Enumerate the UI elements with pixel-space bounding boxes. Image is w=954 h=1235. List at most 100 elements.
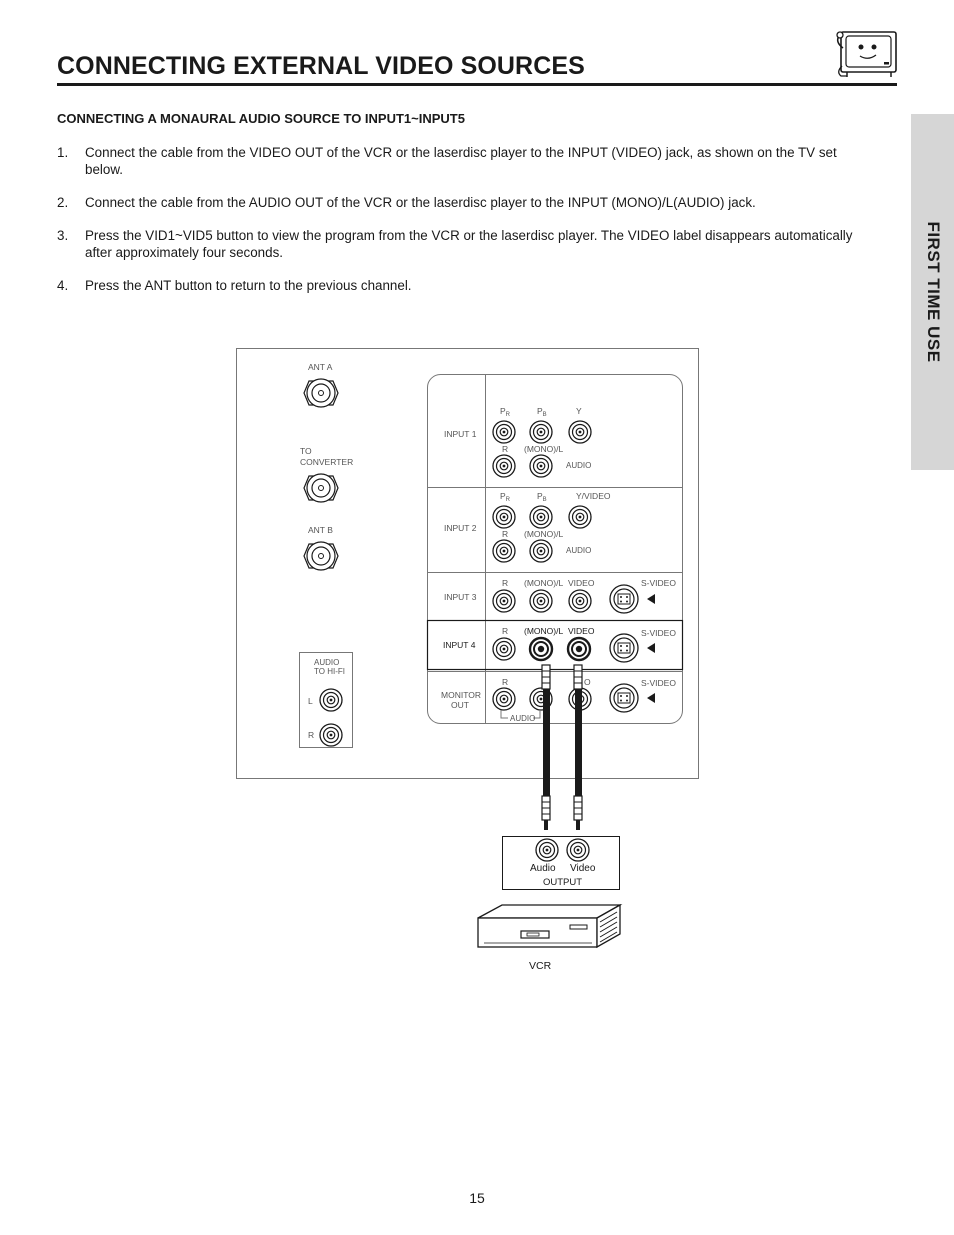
mono-l-label: (MONO)/L bbox=[524, 626, 563, 636]
input1-pr-jack-icon bbox=[492, 420, 516, 444]
monitor-out-label-2: OUT bbox=[451, 700, 469, 710]
input1-pb-jack-icon bbox=[529, 420, 553, 444]
side-tab: FIRST TIME USE bbox=[911, 114, 954, 470]
ant-a-label: ANT A bbox=[308, 362, 333, 372]
video-cable bbox=[575, 689, 582, 796]
input4-r-jack-icon bbox=[492, 637, 516, 661]
input3-l-jack-icon bbox=[529, 589, 553, 613]
title-rule bbox=[57, 83, 897, 86]
r-label: R bbox=[502, 444, 508, 454]
mono-l-label: (MONO)/L bbox=[524, 444, 563, 454]
converter-connector-icon bbox=[303, 473, 339, 503]
steps-list: 1. Connect the cable from the VIDEO OUT o… bbox=[57, 144, 867, 310]
ant-b-label: ANT B bbox=[308, 525, 333, 535]
input1-audio-r-jack-icon bbox=[492, 454, 516, 478]
audio-label: AUDIO bbox=[566, 546, 591, 555]
r-label: R bbox=[502, 626, 508, 636]
input4-label: INPUT 4 bbox=[443, 640, 476, 650]
input2-pr-jack-icon bbox=[492, 505, 516, 529]
video-cable-plug-icon bbox=[573, 664, 583, 690]
step-item: 1. Connect the cable from the VIDEO OUT o… bbox=[57, 144, 867, 178]
input3-r-jack-icon bbox=[492, 589, 516, 613]
vcr-video-out-jack-icon bbox=[566, 838, 590, 862]
input4-svideo-jack-icon bbox=[609, 633, 639, 663]
ant-a-connector-icon bbox=[303, 378, 339, 408]
monitor-video-partial-label: O bbox=[584, 677, 591, 687]
input1-label: INPUT 1 bbox=[444, 429, 477, 439]
step-text: Connect the cable from the VIDEO OUT of … bbox=[85, 145, 837, 177]
vcr-audio-label: Audio bbox=[530, 863, 556, 874]
input2-audio-l-jack-icon bbox=[529, 539, 553, 563]
arrow-left-icon bbox=[647, 643, 655, 653]
y-video-label: Y/VIDEO bbox=[576, 491, 611, 501]
step-text: Connect the cable from the AUDIO OUT of … bbox=[85, 195, 756, 210]
input3-label: INPUT 3 bbox=[444, 592, 477, 602]
vcr-label: VCR bbox=[529, 960, 552, 972]
audio-label: AUDIO bbox=[566, 461, 591, 470]
input2-label: INPUT 2 bbox=[444, 523, 477, 533]
svideo-label: S-VIDEO bbox=[641, 628, 676, 638]
audio-cable-plug-icon bbox=[541, 664, 551, 690]
y-label: Y bbox=[576, 406, 582, 416]
monitor-out-label: MONITOR bbox=[441, 690, 481, 700]
audio-cable bbox=[543, 689, 550, 796]
input3-svideo-jack-icon bbox=[609, 584, 639, 614]
audio-cable-plug-icon bbox=[541, 795, 551, 821]
input3-video-jack-icon bbox=[568, 589, 592, 613]
vcr-video-label: Video bbox=[570, 863, 596, 874]
step-number: 4. bbox=[57, 278, 69, 293]
pr-label: PR bbox=[500, 406, 511, 418]
section-heading: CONNECTING A MONAURAL AUDIO SOURCE TO IN… bbox=[57, 111, 465, 126]
step-item: 2. Connect the cable from the AUDIO OUT o… bbox=[57, 194, 867, 211]
input1-y-jack-icon bbox=[568, 420, 592, 444]
vcr-audio-out-jack-icon bbox=[535, 838, 559, 862]
tv-mascot-icon bbox=[836, 31, 897, 77]
video-cable-plug-icon bbox=[573, 795, 583, 821]
hifi-r-label: R bbox=[308, 730, 314, 740]
monitor-r-jack-icon bbox=[492, 687, 516, 711]
input4-highlight-box bbox=[426, 619, 684, 671]
vcr-device-icon bbox=[477, 903, 623, 949]
input4-mono-l-jack-icon bbox=[528, 636, 554, 662]
svideo-label: S-VIDEO bbox=[641, 578, 676, 588]
pb-label: PB bbox=[537, 491, 547, 503]
step-item: 3. Press the VID1~VID5 button to view the… bbox=[57, 227, 867, 261]
step-number: 1. bbox=[57, 145, 69, 160]
r-label: R bbox=[502, 677, 508, 687]
audio-bracket bbox=[500, 710, 541, 719]
step-text: Press the VID1~VID5 button to view the p… bbox=[85, 228, 853, 260]
page-number: 15 bbox=[469, 1190, 485, 1206]
hifi-l-jack-icon bbox=[319, 688, 343, 712]
hifi-l-label: L bbox=[308, 696, 313, 706]
audio-hifi-label-2: TO HI-FI bbox=[314, 667, 345, 676]
to-converter-label-2: CONVERTER bbox=[300, 457, 353, 467]
step-item: 4. Press the ANT button to return to the … bbox=[57, 277, 867, 294]
video-label: VIDEO bbox=[568, 626, 595, 636]
step-number: 3. bbox=[57, 228, 69, 243]
page-title: CONNECTING EXTERNAL VIDEO SOURCES bbox=[57, 52, 585, 80]
audio-bracket-label: AUDIO bbox=[510, 714, 535, 723]
svideo-label: S-VIDEO bbox=[641, 678, 676, 688]
mono-l-label: (MONO)/L bbox=[524, 578, 563, 588]
monitor-svideo-jack-icon bbox=[609, 683, 639, 713]
step-number: 2. bbox=[57, 195, 69, 210]
vcr-output-label: OUTPUT bbox=[543, 877, 582, 888]
r-label: R bbox=[502, 578, 508, 588]
mono-l-label: (MONO)/L bbox=[524, 529, 563, 539]
input2-audio-r-jack-icon bbox=[492, 539, 516, 563]
input2-pb-jack-icon bbox=[529, 505, 553, 529]
hifi-r-jack-icon bbox=[319, 723, 343, 747]
pb-label: PB bbox=[537, 406, 547, 418]
to-converter-label: TO bbox=[300, 446, 312, 456]
step-text: Press the ANT button to return to the pr… bbox=[85, 278, 412, 293]
vcr-output-panel bbox=[502, 836, 620, 890]
video-label: VIDEO bbox=[568, 578, 595, 588]
input4-video-jack-icon bbox=[566, 636, 592, 662]
arrow-left-icon bbox=[647, 693, 655, 703]
audio-hifi-label: AUDIO bbox=[314, 658, 339, 667]
ant-b-connector-icon bbox=[303, 541, 339, 571]
r-label: R bbox=[502, 529, 508, 539]
input1-audio-l-jack-icon bbox=[529, 454, 553, 478]
arrow-left-icon bbox=[647, 594, 655, 604]
